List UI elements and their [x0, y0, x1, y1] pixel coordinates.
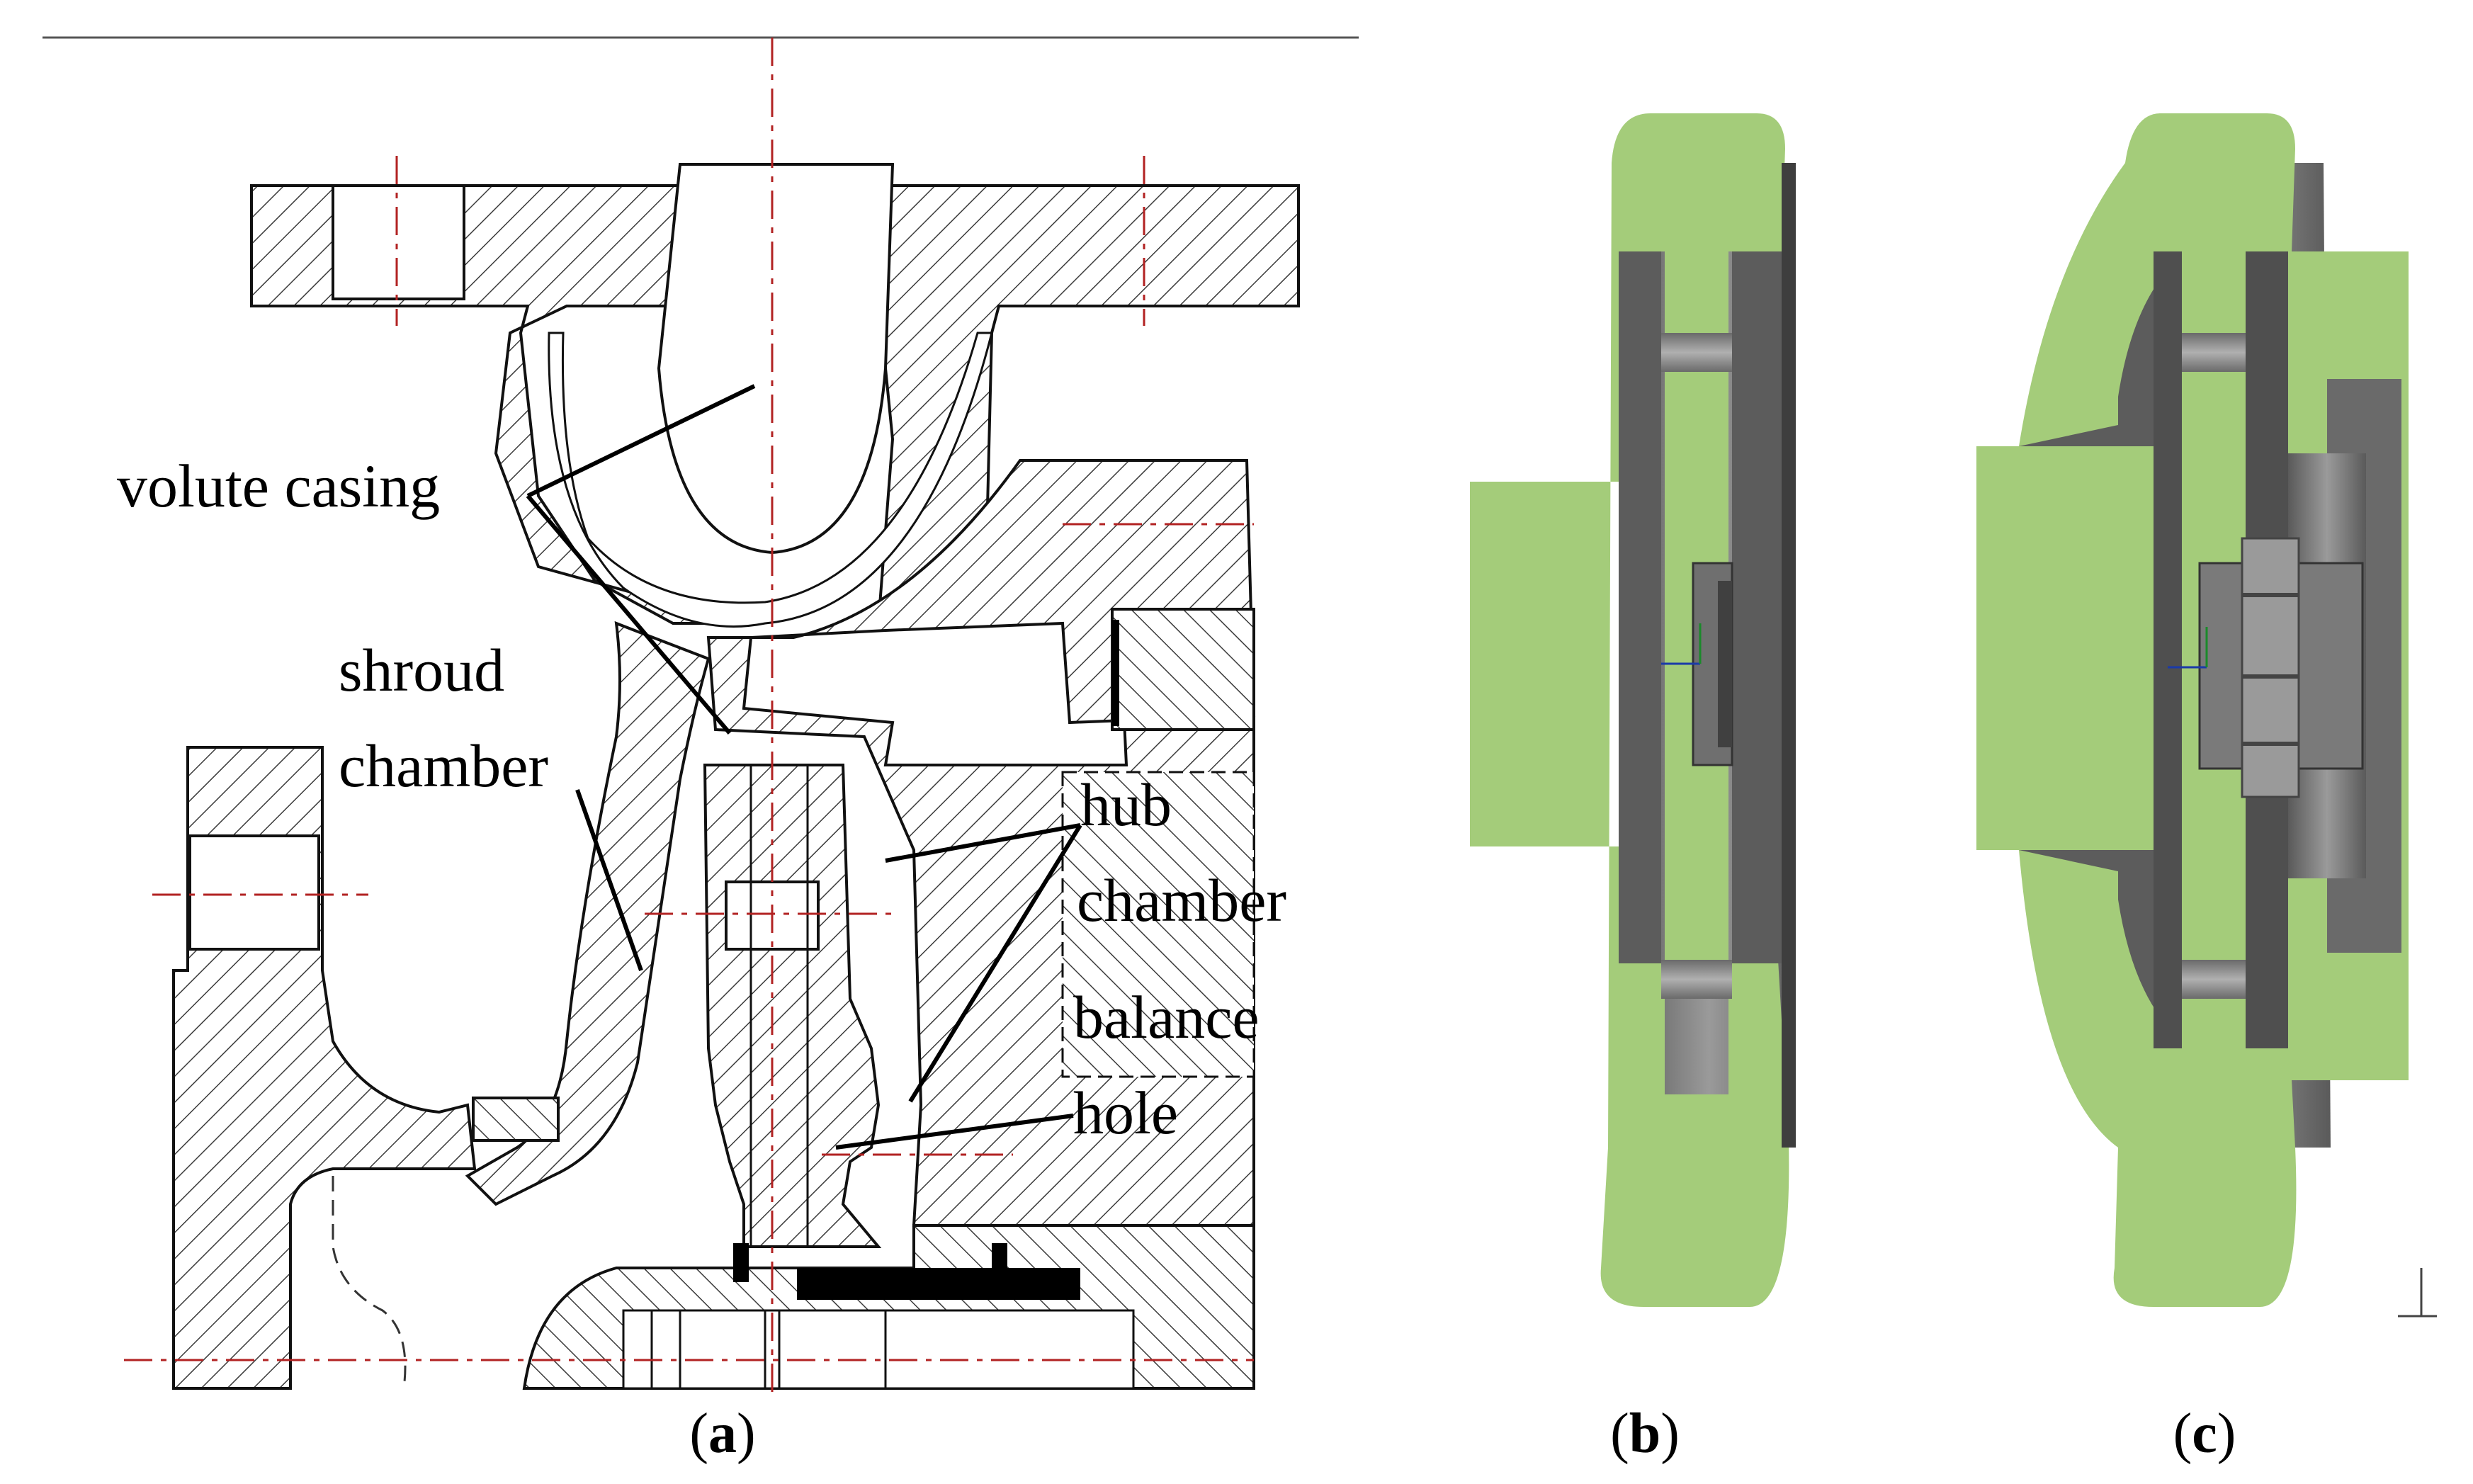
caption-c-letter: c [2192, 1403, 2217, 1465]
panel-b-axis-mark [1661, 623, 1702, 665]
caption-c-close: ) [2217, 1403, 2236, 1465]
label-shroud-chamber: chamber [339, 732, 548, 800]
panel-b-model: (b) [1470, 113, 1796, 1465]
impeller-body [703, 764, 882, 1248]
panel-b-blade-upper [1661, 333, 1732, 372]
caption-b-letter: b [1629, 1403, 1661, 1465]
panel-c-blade-upper [2182, 333, 2246, 372]
label-shroud: shroud [339, 636, 504, 704]
shaft-core [622, 1309, 1135, 1390]
left-hollow-window [188, 834, 320, 951]
panel-c-shroud-lining-bottom [2019, 850, 2182, 1034]
label-hole: hole [1073, 1079, 1178, 1147]
volute-upper-cavity [657, 163, 895, 555]
corner-axis-triad [2398, 1268, 2437, 1318]
label-hub: hub [1080, 771, 1172, 839]
panel-b-hub-bore-inner [1718, 581, 1732, 747]
caption-b-open: ( [1610, 1403, 1629, 1465]
panel-b-blade-lower [1661, 960, 1732, 999]
flange-bolt-hole [332, 184, 465, 300]
caption-a: (a) [689, 1403, 755, 1465]
panel-b-hub-strip [1732, 251, 1782, 963]
panel-b-fluid-volume [1470, 113, 1789, 1307]
caption-c-open: ( [2173, 1403, 2192, 1465]
panel-c-shroud-lining-top [2019, 262, 2182, 446]
dashed-outline-left [332, 1176, 407, 1389]
panel-b-shroud-strip [1619, 251, 1661, 963]
caption-b-close: ) [1660, 1403, 1680, 1465]
panel-c-bore-inner [2241, 537, 2300, 798]
label-volute-casing: volute casing [117, 452, 440, 520]
label-balance: balance [1073, 983, 1260, 1051]
caption-c: (c) [2173, 1403, 2236, 1465]
shaft-collar-right [992, 1243, 1007, 1279]
panel-c-model: (c) [1976, 113, 2437, 1465]
shroud-wall [465, 621, 711, 1206]
caption-a-letter: a [708, 1403, 737, 1465]
right-step-block-upper [1111, 608, 1255, 731]
volute-lower-passage [548, 332, 993, 628]
caption-a-close: ) [737, 1403, 756, 1465]
panel-c-blade-lower [2182, 960, 2246, 999]
panel-c-shroud-strip [2154, 251, 2182, 1048]
right-dashed-region [1061, 771, 1255, 1078]
top-flange [250, 184, 1300, 625]
panel-c-axis-mark [2168, 627, 2208, 669]
panel-b-inner-strip [1782, 163, 1796, 1148]
centerlines [124, 38, 1254, 1392]
caption-a-open: ( [689, 1403, 708, 1465]
leader-lines [526, 384, 1082, 1150]
shaft-key [797, 1268, 1080, 1300]
panel-a-drawing: volute casing shroud chamber hub chamber… [43, 36, 1359, 1465]
shaft-collar-left [733, 1243, 749, 1282]
caption-b: (b) [1610, 1403, 1680, 1465]
label-hub-chamber: chamber [1077, 866, 1286, 934]
shroud-seal-piece [472, 1097, 560, 1142]
